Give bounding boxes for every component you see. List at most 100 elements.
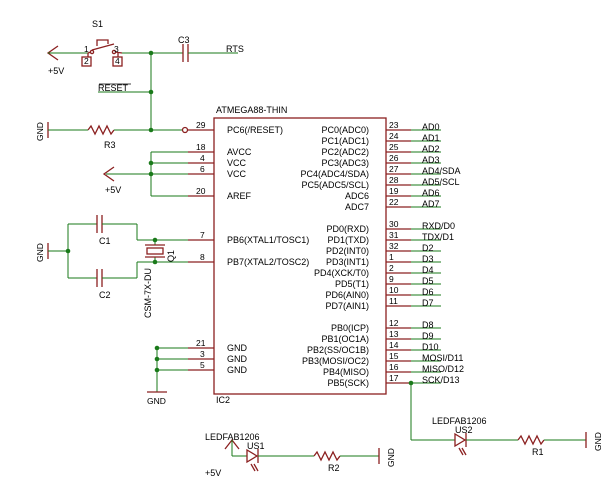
pin-name: AREF <box>227 191 252 201</box>
vcc-label-switch: +5V <box>48 66 64 76</box>
switch-pin-3: 3 <box>114 44 119 54</box>
pin-num: 31 <box>389 230 399 240</box>
pin-name: PC6(/RESET) <box>227 125 283 135</box>
ic-designator: IC2 <box>216 395 230 405</box>
led-us2-name: US2 <box>455 425 473 435</box>
pin-name: PC1(ADC1) <box>321 136 369 146</box>
pin-name: VCC <box>227 169 247 179</box>
pin-name: VCC <box>227 158 247 168</box>
net-label: AD0 <box>422 122 440 132</box>
pin-name: PD3(INT1) <box>326 257 369 267</box>
r2-label: R2 <box>328 463 340 473</box>
switch-pin-1: 1 <box>84 44 89 54</box>
net-label: D3 <box>422 254 434 264</box>
pin-num: 24 <box>389 131 399 141</box>
pin-name: GND <box>227 343 248 353</box>
pin-num: 27 <box>389 164 399 174</box>
vcc-label-ic: +5V <box>105 185 121 195</box>
switch-section: +5V S1 1 2 3 4 C3 RTS <box>46 19 244 76</box>
pin-num: 29 <box>196 120 206 130</box>
net-label: MISO/D12 <box>422 364 464 374</box>
led-us2-triangle <box>454 432 467 448</box>
led-us2-value: LEDFAB1206 <box>432 416 487 426</box>
c1-label: C1 <box>99 236 111 246</box>
pin-num: 15 <box>389 351 399 361</box>
net-label: D2 <box>422 243 434 253</box>
pin-num: 14 <box>389 340 399 350</box>
pin-num: 22 <box>389 197 399 207</box>
crystal-name: Q1 <box>166 250 176 262</box>
pin-num: 7 <box>200 230 205 240</box>
pin-name: PC3(ADC3) <box>321 158 369 168</box>
switch-pin-4: 4 <box>115 56 120 66</box>
pin-num: 16 <box>389 362 399 372</box>
r2-body <box>313 450 341 462</box>
pin-num: 25 <box>389 142 399 152</box>
net-label: AD7 <box>422 199 440 209</box>
net-label: D4 <box>422 265 434 275</box>
pin-name: PB0(ICP) <box>331 323 369 333</box>
pin-num: 17 <box>389 373 399 383</box>
led-us1-name: US1 <box>247 441 265 451</box>
crystal-body <box>146 247 164 255</box>
net-label: SCK/D13 <box>422 375 460 385</box>
net-label: MOSI/D11 <box>422 353 463 363</box>
pin-num: 26 <box>389 153 399 163</box>
vcc-arrow-icon <box>102 166 115 182</box>
switch-pin-2: 2 <box>84 56 89 66</box>
pin-name: PB6(XTAL1/TOSC1) <box>227 235 309 245</box>
c2-label: C2 <box>99 290 111 300</box>
pin-num: 1 <box>389 252 394 262</box>
led-us2-arrow-icon <box>458 447 467 456</box>
pin-name: PC4(ADC4/SDA) <box>300 169 369 179</box>
led-us1-section: +5V LEDFAB1206 US1 R2 GND <box>205 432 396 478</box>
pin-name: PD1(TXD) <box>327 235 369 245</box>
pin-num: 10 <box>389 285 399 295</box>
pin-num: 30 <box>389 219 399 229</box>
r1-body <box>517 434 545 446</box>
led-us1-value: LEDFAB1206 <box>205 432 260 442</box>
net-label: D10 <box>422 342 439 352</box>
net-label: D7 <box>422 298 434 308</box>
net-label: AD4/SDA <box>422 166 461 176</box>
pin-name: PD5(T1) <box>335 279 369 289</box>
pin-name: PD7(AIN1) <box>325 301 369 311</box>
c3-label: C3 <box>178 35 190 45</box>
pin-name: PB4(MISO) <box>323 367 369 377</box>
reset-section: RESET GND R3 <box>35 53 189 150</box>
gnd-label-bottom: GND <box>147 396 166 406</box>
pin-num: 6 <box>200 164 205 174</box>
net-label: RXD/D0 <box>422 221 455 231</box>
led-us2-section: LEDFAB1206 US2 R1 GND <box>408 380 603 457</box>
net-label: AD5/SCL <box>422 177 460 187</box>
pin-name: PD2(INT0) <box>326 246 369 256</box>
net-label: AD3 <box>422 155 440 165</box>
switch-lever <box>91 43 115 51</box>
pin-num: 4 <box>200 153 205 163</box>
pin-name: PB5(SCK) <box>327 378 369 388</box>
r3-body <box>87 124 115 136</box>
pin-name: PB2(SS/OC1B) <box>307 345 369 355</box>
led-us1-triangle <box>246 448 259 464</box>
ic-name: ATMEGA88-THIN <box>216 105 287 115</box>
vcc-network: +5V <box>102 151 188 197</box>
pin-num: 23 <box>389 120 399 130</box>
pin-name: PB7(XTAL2/TOSC2) <box>227 257 309 267</box>
pin-num: 32 <box>389 241 399 251</box>
switch-pin2-box <box>81 56 92 67</box>
pin-name: AVCC <box>227 147 252 157</box>
crystal-value: CSM-7X-DU <box>143 268 153 318</box>
right-pins: 23 PC0(ADC0) AD0 24 PC1(ADC1) AD1 25 PC2… <box>300 120 464 388</box>
switch-actuator <box>96 39 109 46</box>
gnd-network: GND <box>147 345 188 406</box>
vcc-label-led: +5V <box>205 468 221 478</box>
reset-pin-circle <box>181 126 189 134</box>
left-pins: 29 PC6(/RESET) 18 AVCC 4 VCC 6 VCC 20 AR… <box>188 120 309 375</box>
gnd-label-r1: GND <box>593 432 603 451</box>
pin-num: 5 <box>200 360 205 370</box>
pin-num: 8 <box>200 252 205 262</box>
pin-name: ADC6 <box>345 191 369 201</box>
pin-num: 20 <box>196 186 206 196</box>
net-label: AD6 <box>422 188 440 198</box>
